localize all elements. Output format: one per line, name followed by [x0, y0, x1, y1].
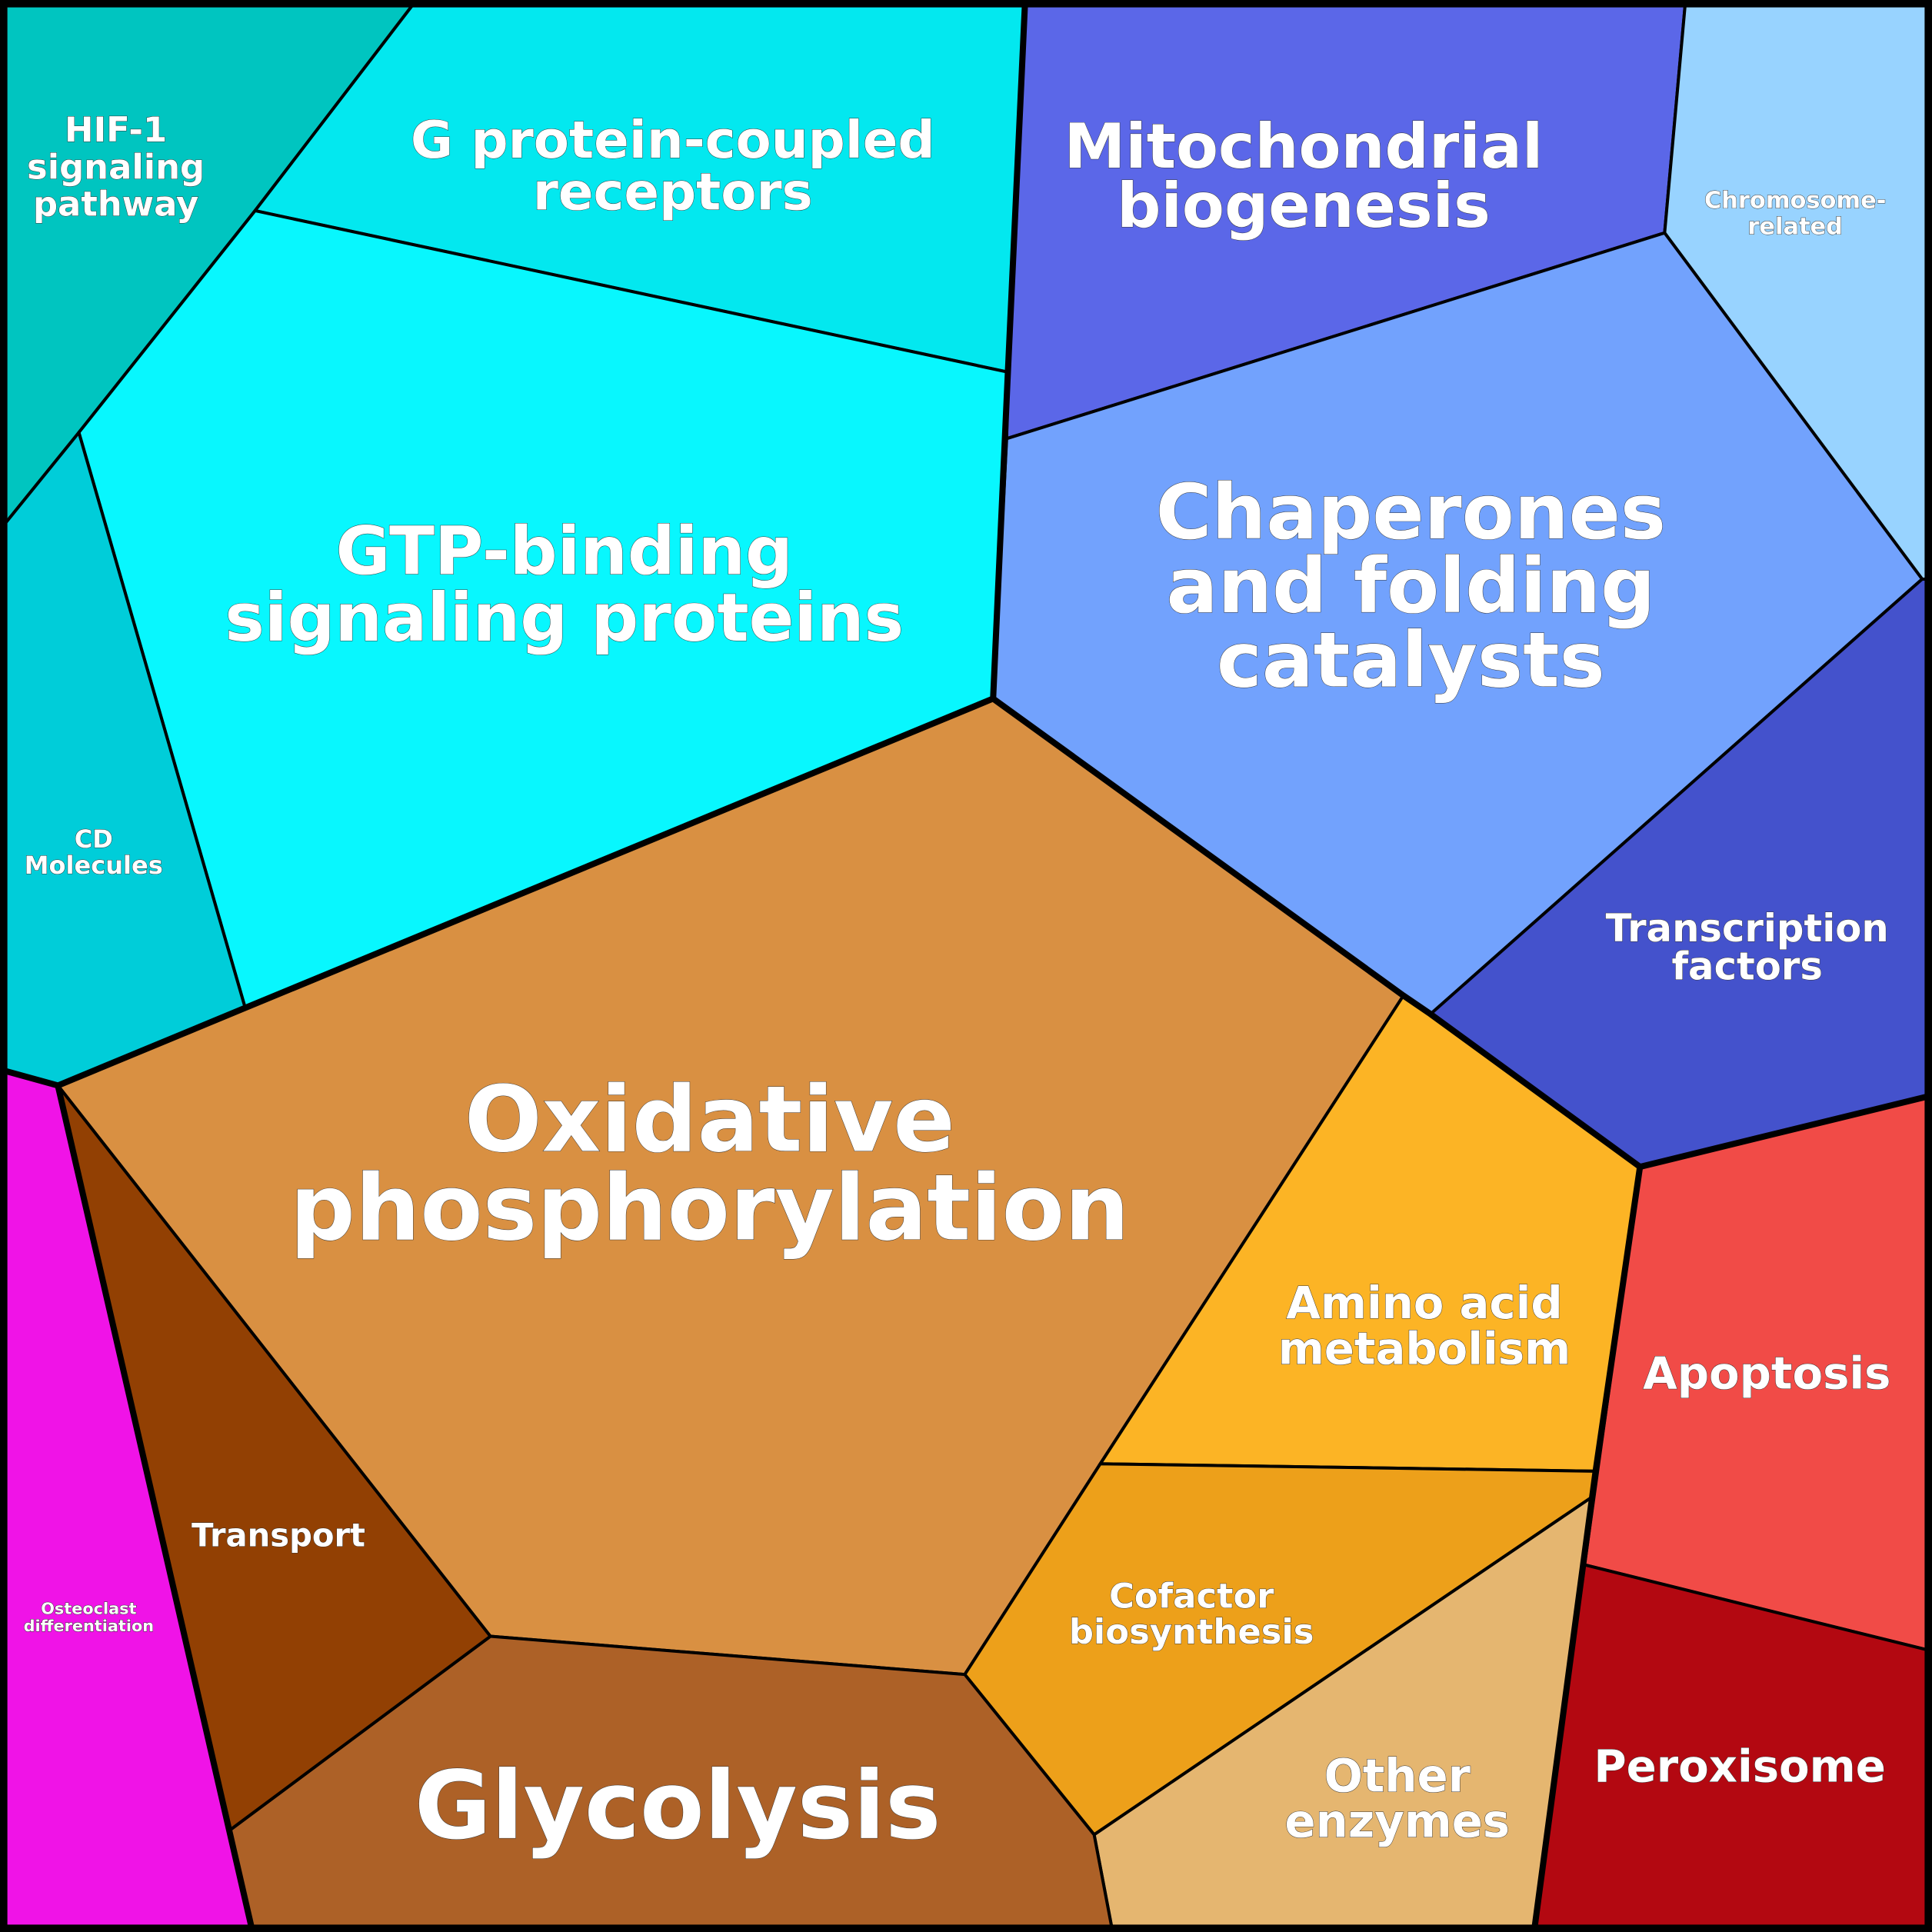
label-line: Oxidative: [465, 1066, 955, 1172]
label-peroxisome: Peroxisome: [1594, 1740, 1885, 1793]
label-line: HIF-1: [65, 109, 167, 150]
label-transport: Transport: [192, 1517, 365, 1554]
label-chromosome-related: Chromosome-related: [1704, 188, 1886, 241]
label-line: factors: [1671, 944, 1822, 989]
label-line: Transcription: [1606, 906, 1889, 951]
label-line: Mitochondrial: [1064, 111, 1544, 182]
label-line: CD: [75, 824, 113, 854]
label-line: Amino acid: [1286, 1277, 1562, 1329]
label-line: signaling: [27, 146, 205, 187]
label-line: and folding: [1166, 542, 1655, 631]
label-line: Transport: [192, 1517, 365, 1554]
label-line: biogenesis: [1117, 170, 1491, 242]
label-line: signaling proteins: [225, 580, 904, 657]
label-line: phosphorylation: [290, 1155, 1129, 1261]
label-line: Apoptosis: [1643, 1347, 1890, 1400]
label-line: Other: [1324, 1749, 1471, 1802]
label-line: Molecules: [25, 851, 163, 880]
label-line: Chaperones: [1156, 468, 1666, 557]
label-line: GTP-binding: [335, 514, 792, 591]
label-line: catalysts: [1217, 616, 1605, 705]
label-line: biosynthesis: [1069, 1611, 1314, 1652]
label-line: related: [1747, 213, 1843, 240]
label-glycolysis: Glycolysis: [415, 1751, 941, 1860]
label-line: Osteoclast: [41, 1600, 136, 1618]
label-line: Chromosome-: [1704, 188, 1886, 215]
label-apoptosis: Apoptosis: [1643, 1347, 1890, 1400]
label-line: Cofactor: [1109, 1576, 1274, 1617]
label-line: metabolism: [1278, 1322, 1571, 1374]
label-line: pathway: [33, 183, 198, 224]
label-line: differentiation: [24, 1617, 155, 1635]
label-line: Peroxisome: [1594, 1740, 1885, 1793]
label-line: enzymes: [1284, 1795, 1510, 1848]
label-line: G protein-coupled: [411, 110, 935, 170]
label-line: receptors: [533, 162, 813, 222]
label-line: Glycolysis: [415, 1751, 941, 1860]
